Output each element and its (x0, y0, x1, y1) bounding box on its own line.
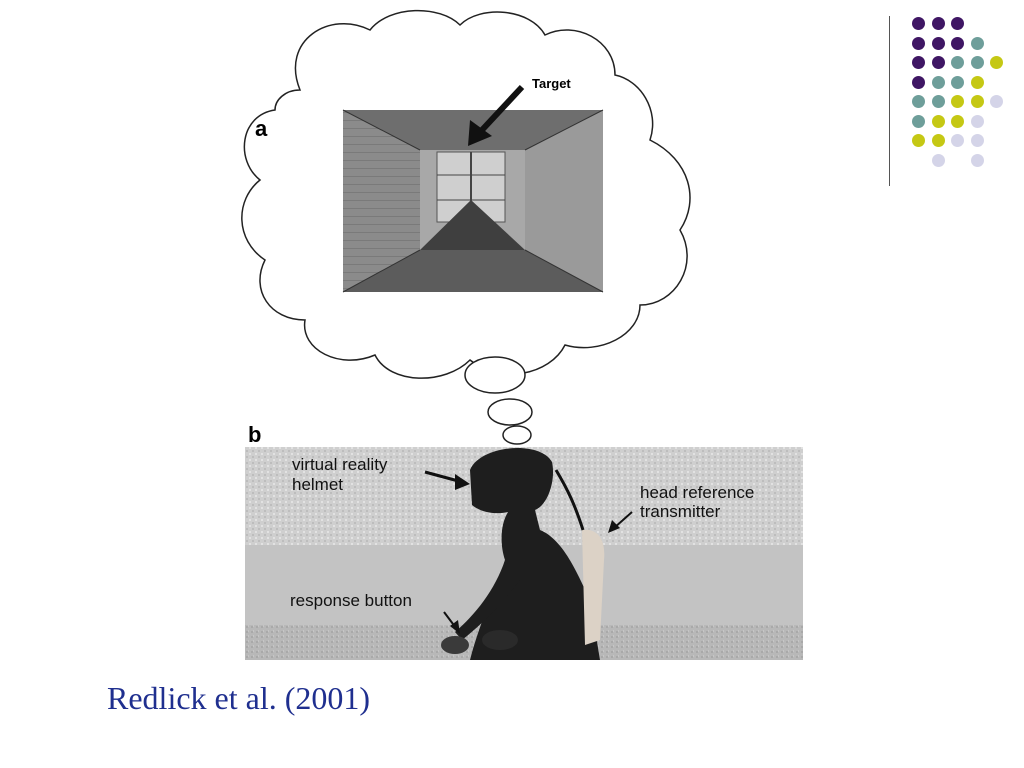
helmet-photo (245, 447, 803, 660)
decorative-dot (931, 56, 945, 69)
target-label: Target (532, 76, 571, 91)
decorative-dot (912, 114, 925, 128)
panel-b-label: b (248, 422, 261, 447)
transmitter-annotation-line2: transmitter (640, 502, 721, 521)
decorative-dot (931, 17, 945, 30)
panel-a-label: a (255, 116, 268, 141)
decorative-dot (912, 36, 925, 50)
decorative-dot (931, 75, 945, 89)
decorative-divider-line (889, 16, 890, 186)
decorative-dot (970, 134, 984, 147)
decorative-dot (970, 56, 984, 69)
decorative-dot (951, 36, 964, 50)
decorative-dot (912, 75, 925, 89)
decorative-dot (912, 17, 925, 30)
decorative-dot (951, 17, 964, 30)
helmet-annotation-line2: helmet (292, 475, 343, 494)
transmitter-annotation-line1: head reference (640, 483, 754, 502)
decorative-dot (912, 95, 925, 108)
decorative-dot (951, 134, 964, 147)
decorative-dot (970, 114, 984, 128)
decorative-dot (990, 56, 1003, 69)
decorative-dot (931, 153, 945, 167)
decorative-dot (951, 114, 964, 128)
research-figure: a Target b (241, 9, 803, 660)
decorative-dot (970, 153, 984, 167)
citation-caption: Redlick et al. (2001) (107, 680, 371, 716)
decorative-dot (970, 95, 984, 108)
decorative-dot (931, 134, 945, 147)
decorative-dot (931, 95, 945, 108)
decorative-dot (931, 114, 945, 128)
decorative-dot (951, 56, 964, 69)
decorative-dot (970, 75, 984, 89)
decorative-dot (951, 75, 964, 89)
decorative-dot (990, 95, 1003, 108)
button-annotation: response button (290, 591, 412, 610)
helmet-annotation-line1: virtual reality (292, 455, 388, 474)
decorative-dot (970, 36, 984, 50)
decorative-dot (912, 134, 925, 147)
decorative-dot (951, 95, 964, 108)
decorative-dot (912, 56, 925, 69)
decorative-dot-grid (0, 0, 1024, 200)
target-arrow (468, 84, 525, 146)
decorative-dot (931, 36, 945, 50)
